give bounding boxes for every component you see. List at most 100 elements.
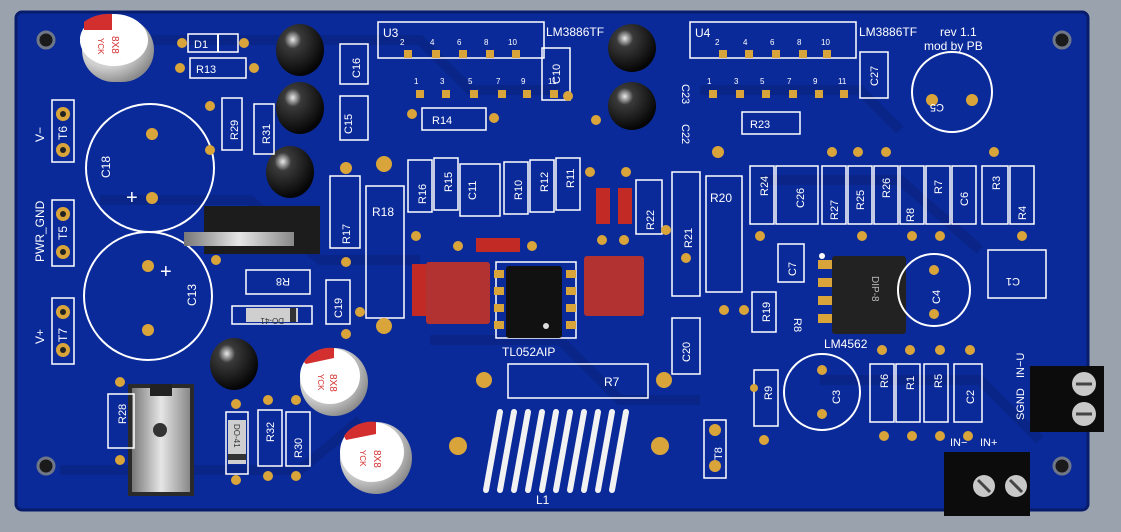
svg-text:C13: C13 xyxy=(185,284,199,306)
u3-ref: U3 xyxy=(383,26,399,40)
capacitor-c1: C1 xyxy=(987,249,1047,299)
svg-text:C18: C18 xyxy=(99,156,113,178)
capacitor-c23-label: C23 xyxy=(679,84,691,104)
resistor-r28: R28 xyxy=(107,393,135,449)
capacitor-c18: + C18 xyxy=(85,103,215,233)
terminal-t7: T7 xyxy=(51,297,75,365)
resistor-r17: R17 xyxy=(329,175,361,249)
inductor-pad-left xyxy=(449,437,467,455)
svg-text:C16: C16 xyxy=(351,58,363,78)
label-v-plus: V+ xyxy=(33,329,47,344)
terminal-t8: T8 xyxy=(703,419,727,479)
mounting-holes xyxy=(36,30,1072,476)
resistor-r11-label: R11 xyxy=(565,169,577,188)
tl052-label: TL052AIP xyxy=(502,345,555,359)
u4-pin-9: 9 xyxy=(813,77,818,86)
u3-pin-2: 2 xyxy=(400,38,405,47)
svg-text:T7: T7 xyxy=(56,328,70,342)
resistor-r7-label: R7 xyxy=(933,180,945,194)
svg-text:C3: C3 xyxy=(831,390,843,404)
u3-pin-10: 10 xyxy=(508,38,517,47)
svg-text:C19: C19 xyxy=(333,298,345,318)
capacitor-c15: C15 xyxy=(339,95,369,141)
resistor-row-bottom xyxy=(869,363,983,423)
svg-text:YCK: YCK xyxy=(96,38,105,55)
resistor-r33: R8 xyxy=(245,269,311,295)
svg-text:C15: C15 xyxy=(343,114,355,134)
misc-pads xyxy=(115,91,1027,485)
u4-pin-10: 10 xyxy=(821,38,830,47)
u4-part: LM3886TF xyxy=(859,25,917,39)
svg-text:R31: R31 xyxy=(261,124,273,144)
u3-part: LM3886TF xyxy=(546,25,604,39)
svg-text:R22: R22 xyxy=(645,210,657,230)
label-sgnd: SGND xyxy=(1015,388,1027,420)
svg-text:R32: R32 xyxy=(265,422,277,442)
u4-pin-1: 1 xyxy=(707,77,712,86)
terminal-t6: T6 xyxy=(51,99,75,163)
resistor-r30: R30 xyxy=(285,411,311,467)
diode-do41-bottom: DO-41 xyxy=(225,411,249,475)
svg-text:C7: C7 xyxy=(787,262,799,276)
regulator-bottom xyxy=(128,384,194,496)
svg-text:R21: R21 xyxy=(683,228,695,248)
resistor-r18: R18 xyxy=(365,185,405,319)
resistor-r5-label: R1 xyxy=(905,376,917,390)
u4-pin-6: 6 xyxy=(770,38,775,47)
resistor-r6: R9 xyxy=(753,369,779,427)
revision-text: rev 1.1 xyxy=(940,25,977,39)
resistor-r15-label: R15 xyxy=(443,172,455,192)
resistor-r4-label: R4 xyxy=(1017,206,1029,220)
capacitor-c26-label: C26 xyxy=(795,188,807,208)
pcb-board xyxy=(16,12,1088,510)
label-in-minus: IN− xyxy=(950,437,967,449)
resistor-r9: R19 xyxy=(751,291,777,333)
screw-terminal-right xyxy=(1030,366,1104,432)
svg-text:C1: C1 xyxy=(1006,275,1020,287)
resistor-r21: R21 xyxy=(671,171,701,297)
screw-terminal-bottom xyxy=(944,452,1030,516)
resistor-r14: R14 xyxy=(421,107,487,131)
u3-pin-3: 3 xyxy=(440,77,445,86)
capacitor-c2-label: C2 xyxy=(965,390,977,404)
svg-text:C20: C20 xyxy=(681,342,693,362)
svg-text:R29: R29 xyxy=(229,120,241,140)
opamp-tl052: TL052AIP xyxy=(494,261,577,359)
svg-text:R20: R20 xyxy=(710,191,732,205)
resistor-r1-label: R6 xyxy=(879,374,891,388)
u4-pin-11: 11 xyxy=(838,77,847,86)
svg-text:8X8: 8X8 xyxy=(109,36,120,54)
svg-text:T8: T8 xyxy=(713,447,725,460)
capacitor-c13: + C13 xyxy=(83,231,213,361)
resistor-r19: R7 xyxy=(476,363,672,399)
regulator-top xyxy=(184,206,320,254)
capacitor-c5: C5 xyxy=(911,51,993,133)
inductor-l1 xyxy=(483,409,629,493)
u3-pin-9: 9 xyxy=(521,77,526,86)
u3-pin-5: 5 xyxy=(468,77,473,86)
resistor-r32: R32 xyxy=(257,409,283,467)
svg-text:+: + xyxy=(160,261,172,283)
svg-text:R9: R9 xyxy=(763,386,775,400)
capacitor-c6-label: C6 xyxy=(959,192,971,206)
resistor-row-right xyxy=(749,165,1035,225)
svg-text:C27: C27 xyxy=(869,66,881,86)
svg-text:YCK: YCK xyxy=(358,450,367,467)
svg-text:DO-41: DO-41 xyxy=(260,316,284,325)
svg-text:T5: T5 xyxy=(56,226,70,240)
u4-pin-2: 2 xyxy=(715,38,720,47)
svg-text:R19: R19 xyxy=(761,302,773,322)
u4-pin-7: 7 xyxy=(787,77,792,86)
svg-text:R23: R23 xyxy=(750,119,770,131)
svg-text:D1: D1 xyxy=(194,39,208,51)
capacitor-c27: C27 xyxy=(859,51,889,99)
svg-text:R30: R30 xyxy=(293,438,305,458)
capacitor-8x8-bottom: 8X8 YCK xyxy=(340,421,412,494)
capacitor-c22-label: C22 xyxy=(679,124,691,144)
red-smd-parts xyxy=(412,188,644,324)
capacitor-c3: C3 xyxy=(783,353,861,431)
svg-text:YCK: YCK xyxy=(316,374,325,391)
resistor-r22: R22 xyxy=(635,179,663,235)
resistor-r31: R31 xyxy=(253,103,275,155)
